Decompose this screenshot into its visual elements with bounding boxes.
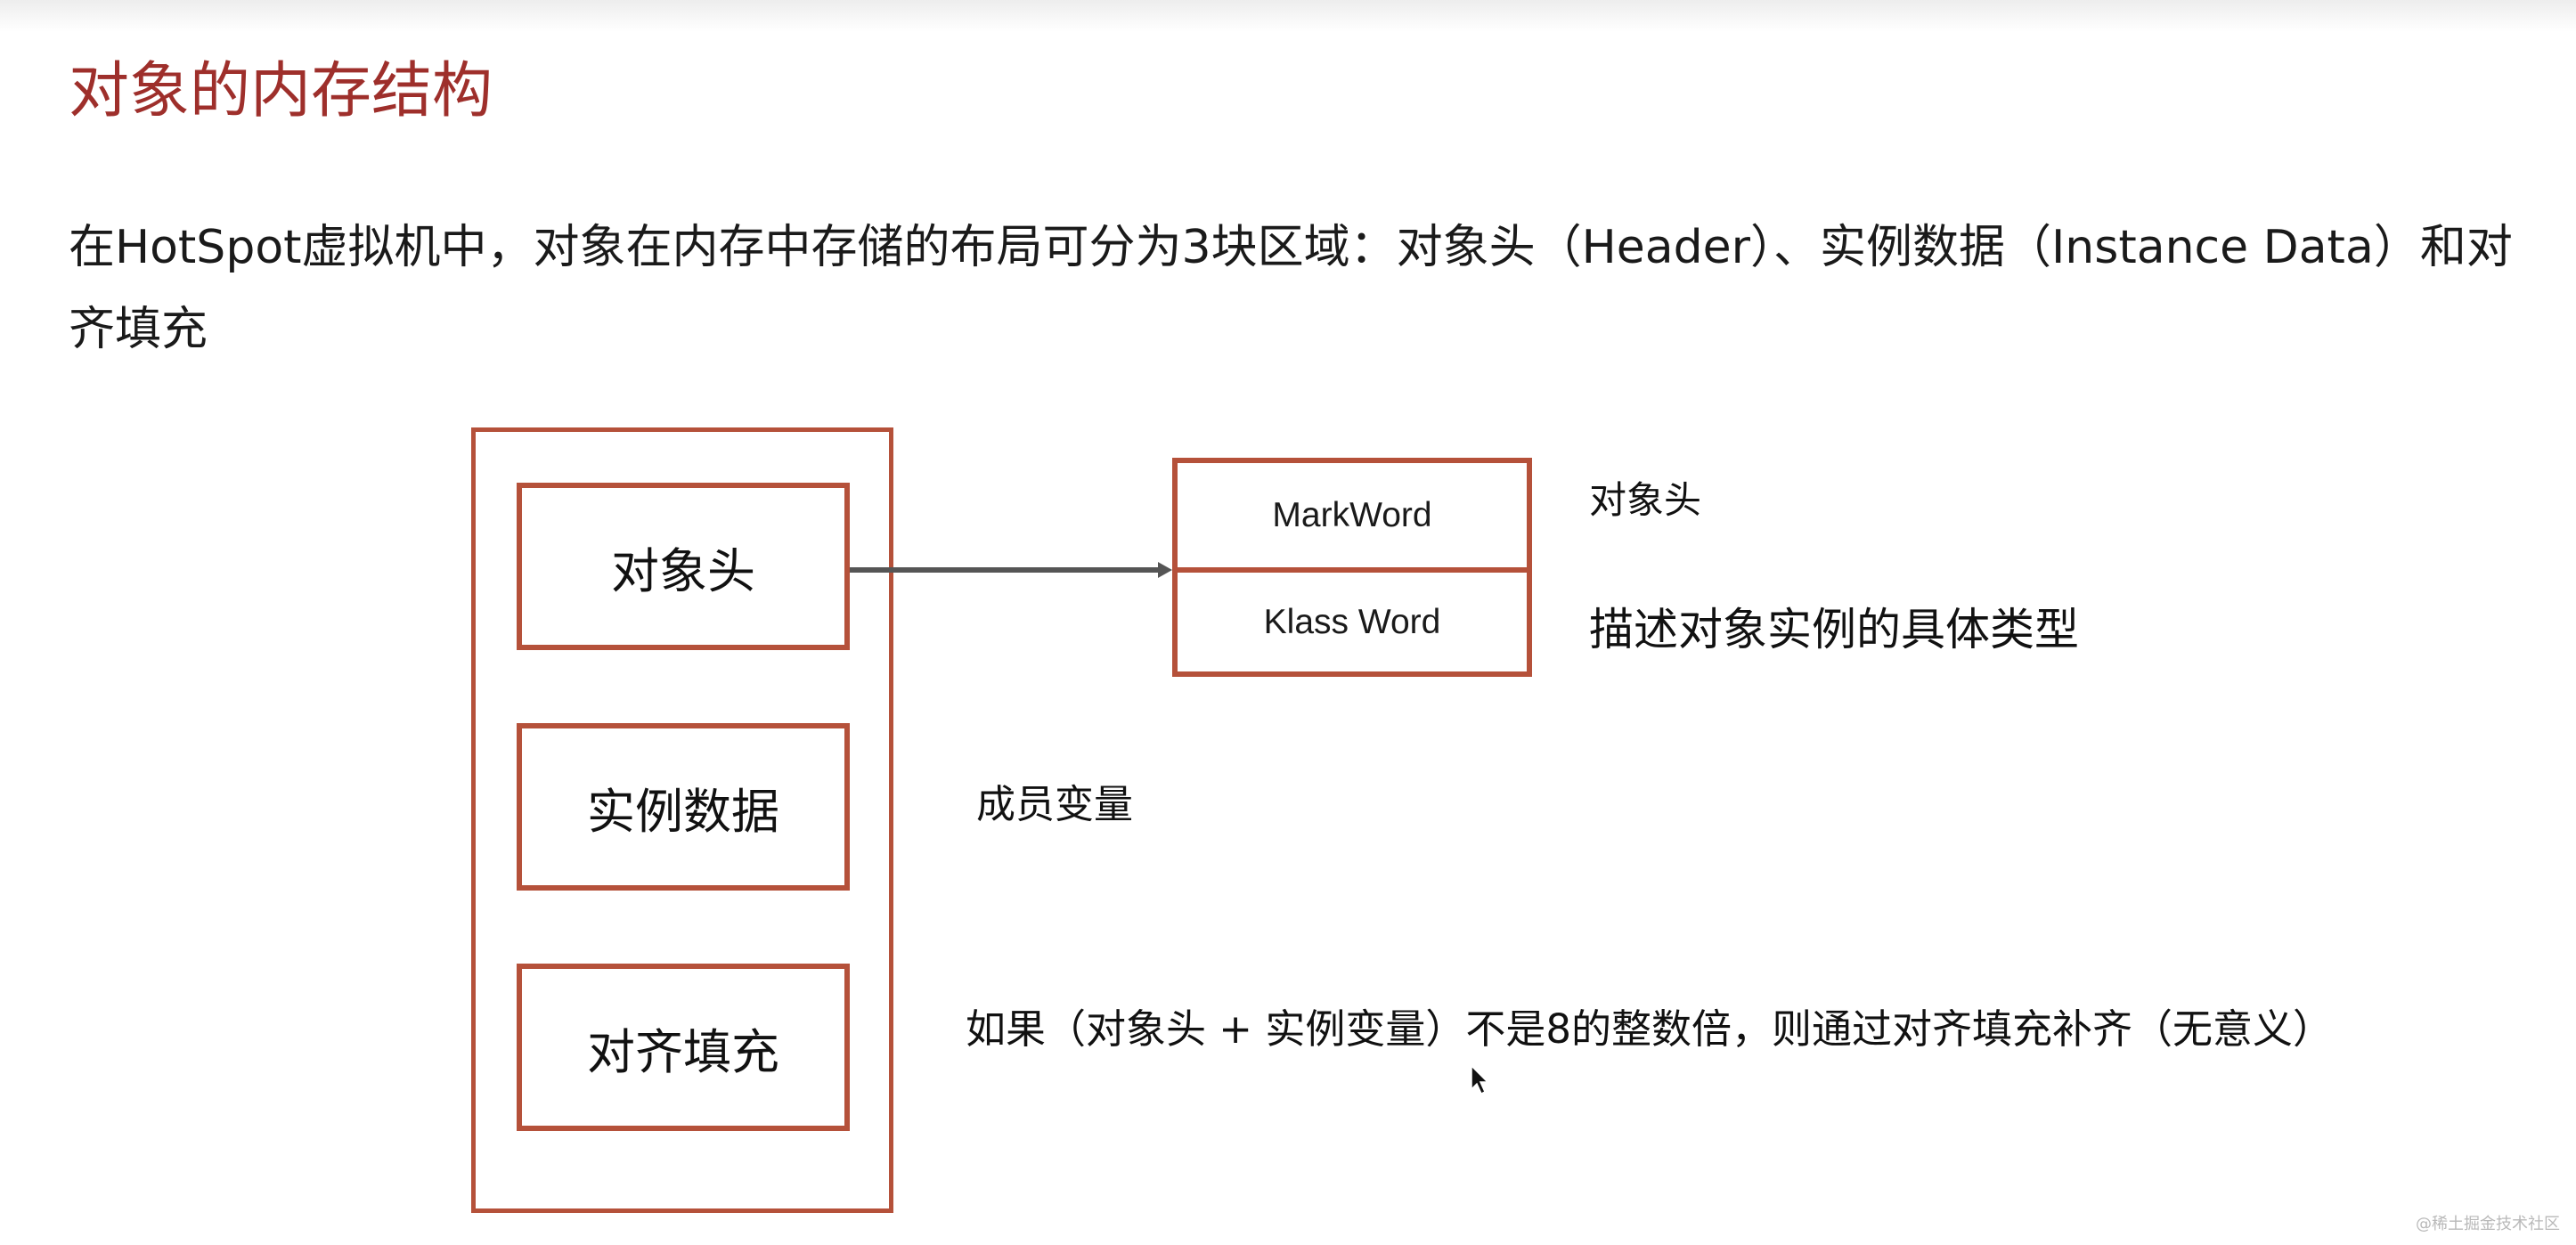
markword-cell: MarkWord <box>1272 495 1432 534</box>
slide-title: 对象的内存结构 <box>69 56 493 126</box>
instance-data-note: 成员变量 <box>976 782 1133 827</box>
klassword-cell: Klass Word <box>1178 567 1527 671</box>
markword-note: 对象头 <box>1589 478 1702 522</box>
instance-data-box: 实例数据 <box>517 723 850 891</box>
intro-line-1: 在HotSpot虚拟机中，对象在内存中存储的布局可分为3块区域：对象头（Head… <box>69 221 2513 274</box>
top-band <box>0 0 2576 32</box>
header-structure-table: MarkWord Klass Word <box>1172 458 1532 677</box>
header-arrow <box>850 562 1172 578</box>
klassword-note: 描述对象实例的具体类型 <box>1589 604 2079 655</box>
watermark: @稀土掘金技术社区 <box>2416 1215 2560 1233</box>
object-memory-frame <box>471 427 893 1213</box>
object-header-box: 对象头 <box>517 483 850 650</box>
intro-line-2: 齐填充 <box>69 303 208 356</box>
mouse-cursor-icon <box>1471 1064 1489 1095</box>
padding-note: 如果（对象头 + 实例变量）不是8的整数倍，则通过对齐填充补齐（无意义） <box>966 1005 2333 1053</box>
padding-box: 对齐填充 <box>517 964 850 1131</box>
intro-paragraph: 在HotSpot虚拟机中，对象在内存中存储的布局可分为3块区域：对象头（Head… <box>69 207 2527 370</box>
